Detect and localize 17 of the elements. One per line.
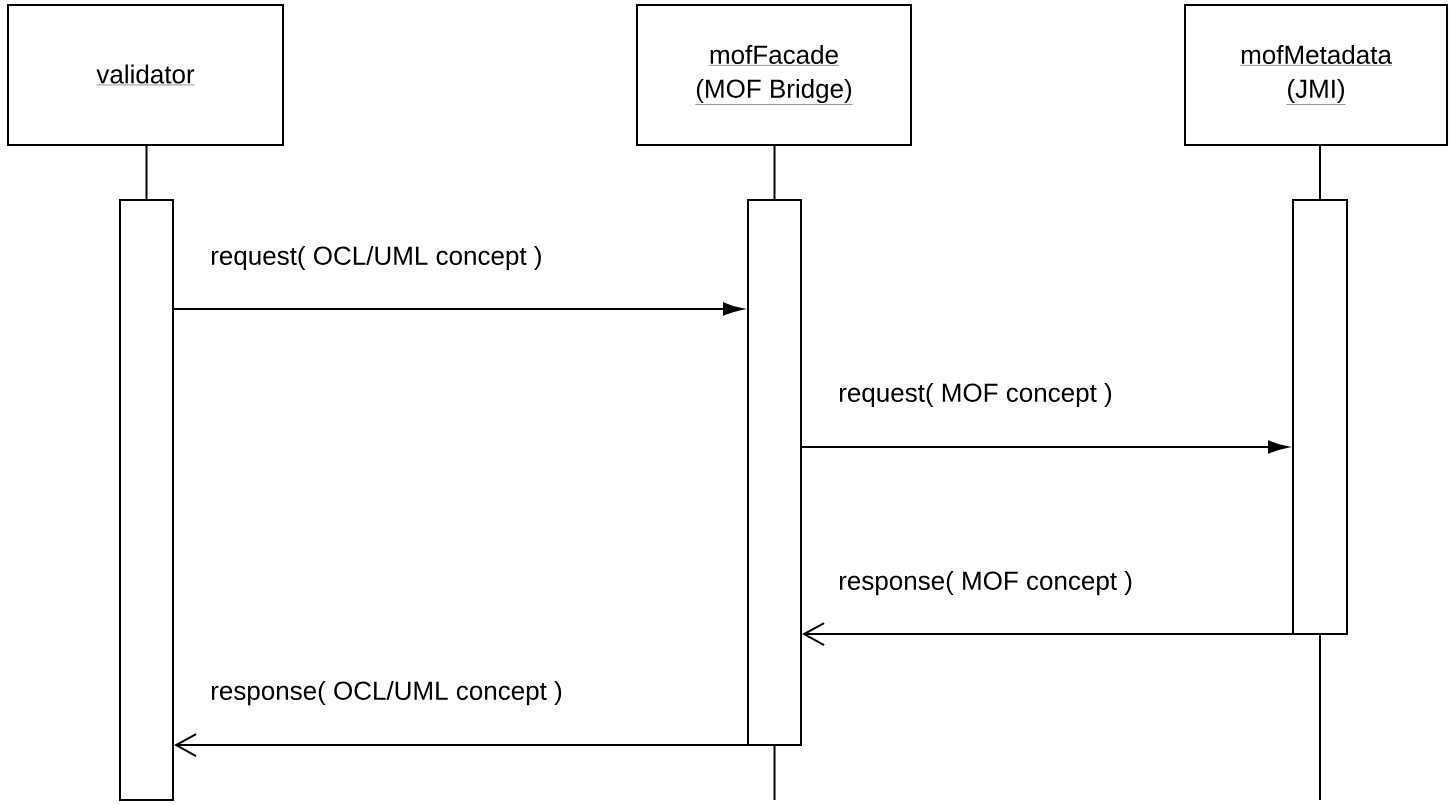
lifeline (1319, 634, 1321, 801)
lifeline (773, 745, 776, 801)
edge-label: request( MOF concept ) (839, 382, 1112, 408)
activation-bar (1292, 199, 1348, 635)
object-box: mofMetadata (JMI) (1184, 4, 1448, 146)
message-arrow (802, 622, 1293, 646)
object-box: mofFacade (MOF Bridge) (636, 4, 912, 146)
object-box: validator (7, 4, 284, 146)
lifeline (1319, 145, 1321, 200)
edge-label: request( OCL/UML concept ) (211, 245, 541, 271)
activation-bar (747, 199, 802, 746)
edge-label: response( OCL/UML concept ) (211, 680, 562, 706)
activation-bar (119, 199, 174, 801)
lifeline (145, 145, 148, 200)
lifeline (773, 145, 776, 200)
message-arrow (174, 733, 748, 757)
edge-label: response( MOF concept ) (839, 570, 1132, 596)
